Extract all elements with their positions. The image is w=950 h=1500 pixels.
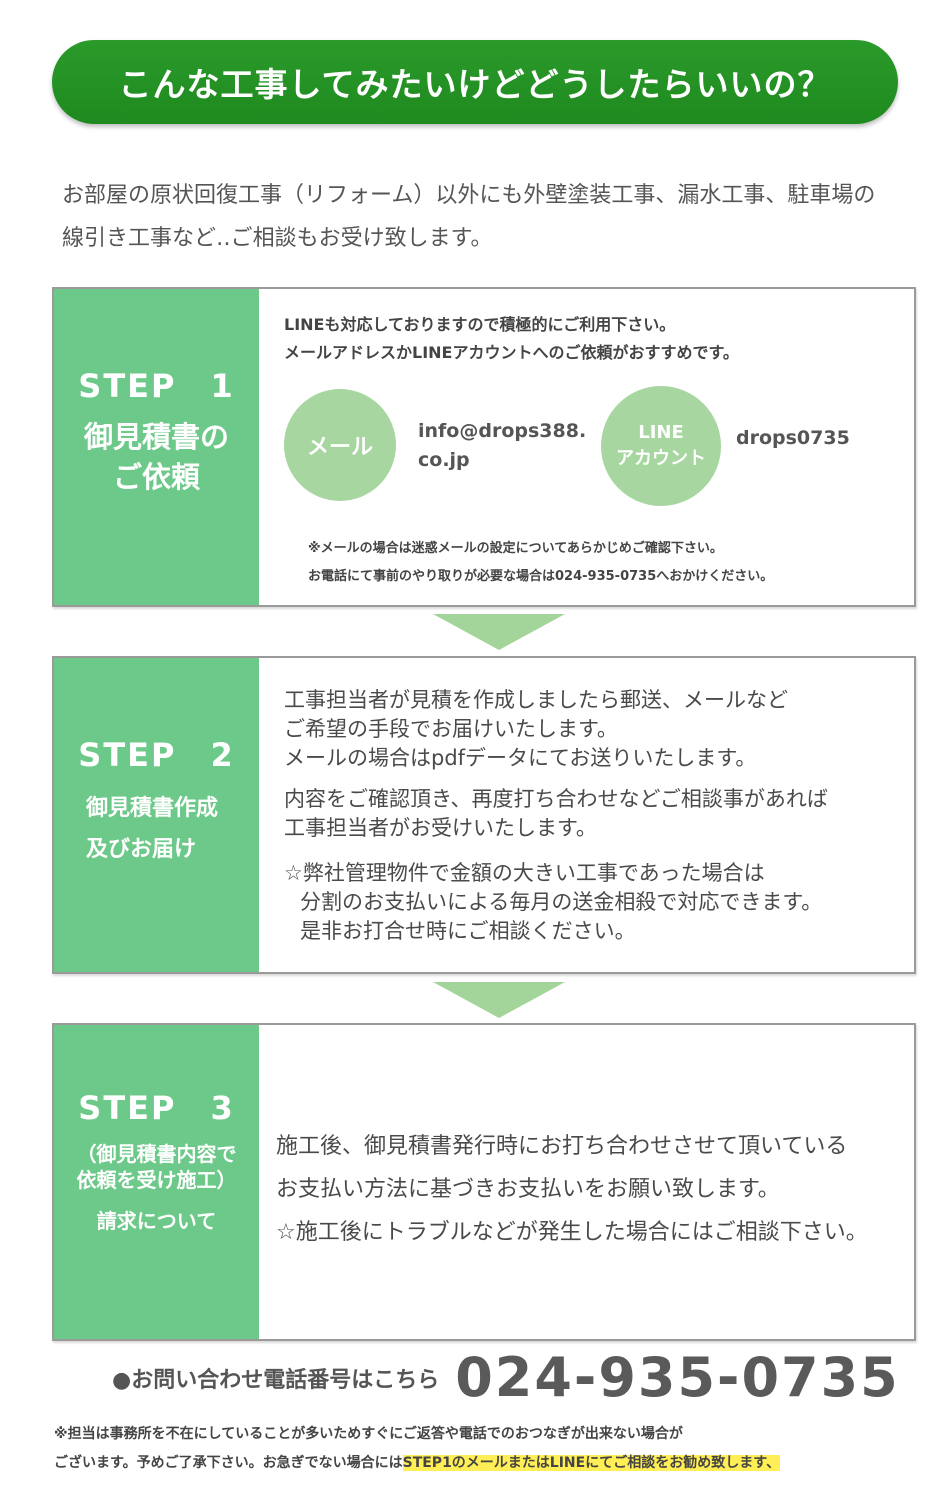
mail-address[interactable]: info@drops388. co.jp	[418, 417, 586, 475]
step-1-box: STEP 1 御見積書の ご依頼 LINEも対応しておりますので積極的にご利用下…	[52, 287, 916, 607]
page-title: こんな工事してみたいけどどうしたらいいの？	[118, 65, 832, 104]
mail-address-line-2: co.jp	[418, 449, 470, 471]
footer-note: ※担当は事務所を不在にしていることが多いためすぐにご返答や電話でのおつなぎが出来…	[54, 1420, 781, 1478]
step-2-line-7: 分割のお支払いによる毎月の送金相殺で対応できます。	[300, 890, 823, 914]
arrow-down-icon	[433, 614, 565, 650]
step-2-label: STEP 2 御見積書作成 及びお届け	[54, 658, 259, 972]
step-3-line-3: ☆施工後にトラブルなどが発生した場合にはご相談下さい。	[276, 1220, 868, 1245]
step-3-title: （御見積書内容で 依頼を受け施工）	[54, 1141, 259, 1193]
line-account-circle: LINE アカウント	[601, 386, 721, 506]
intro-line-2: 線引き工事など‥ご相談もお受け致します。	[62, 226, 493, 251]
step-2-line-4: 内容をご確認頂き、再度打ち合わせなどご相談事があれば	[284, 787, 828, 811]
step-3-line-1: 施工後、御見積書発行時にお打ち合わせさせて頂いている	[276, 1134, 848, 1159]
step-1-title-line-1: 御見積書の	[83, 420, 229, 454]
step-1-line-2: メールアドレスかLINEアカウントへのご依頼がおすすめです。	[284, 343, 739, 362]
line-id[interactable]: drops0735	[736, 427, 850, 449]
step-2-line-2: ご希望の手段でお届けいたします。	[284, 717, 618, 741]
step-2-number: STEP 2	[78, 736, 235, 774]
step-1-notes: ※メールの場合は迷惑メールの設定についてあらかじめご確認下さい。 お電話にて事前…	[308, 535, 773, 591]
step-1-number: STEP 1	[78, 367, 235, 405]
intro-text: お部屋の原状回復工事（リフォーム）以外にも外壁塗装工事、漏水工事、駐車場の 線引…	[62, 174, 912, 260]
step-2-box: STEP 2 御見積書作成 及びお届け 工事担当者が見積を作成しましたら郵送、メ…	[52, 656, 916, 974]
step-3-label: STEP 3 （御見積書内容で 依頼を受け施工） 請求について	[54, 1025, 259, 1339]
mail-address-line-1: info@drops388.	[418, 420, 587, 442]
step-2-line-1: 工事担当者が見積を作成しましたら郵送、メールなど	[284, 688, 788, 712]
step-2-line-5: 工事担当者がお受けいたします。	[284, 816, 597, 840]
step-2-title-line-2: 及びお届け	[86, 837, 197, 862]
phone-number[interactable]: 024-935-0735	[455, 1346, 900, 1409]
step-3-title-line-1: （御見積書内容で	[76, 1142, 237, 1166]
step-3-title-line-2: 依頼を受け施工）	[76, 1168, 237, 1192]
header-banner: こんな工事してみたいけどどうしたらいいの？	[52, 40, 898, 124]
step-3-box: STEP 3 （御見積書内容で 依頼を受け施工） 請求について 施工後、御見積書…	[52, 1023, 916, 1341]
step-1-line-1: LINEも対応しておりますので積極的にご利用下さい。	[284, 315, 676, 334]
footer-line-2-text: ございます。予めご了承下さい。お急ぎでない場合には	[54, 1455, 403, 1471]
step-1-description: LINEも対応しておりますので積極的にご利用下さい。 メールアドレスかLINEア…	[284, 311, 904, 367]
step-2-line-8: 是非お打合せ時にご相談ください。	[300, 919, 636, 943]
arrow-down-icon	[433, 982, 565, 1018]
mail-label: メール	[306, 435, 373, 460]
footer-line-2: ございます。予めご了承下さい。お急ぎでない場合にはSTEP1のメールまたはLIN…	[54, 1449, 781, 1478]
step-1-label: STEP 1 御見積書の ご依頼	[54, 289, 259, 605]
step-3-description: 施工後、御見積書発行時にお打ち合わせさせて頂いている お支払い方法に基づきお支払…	[276, 1125, 904, 1254]
mail-circle: メール	[284, 389, 396, 501]
step-2-title: 御見積書作成 及びお届け	[54, 788, 259, 870]
line-account-label: アカウント	[616, 448, 706, 469]
step-3-number: STEP 3	[78, 1089, 235, 1127]
footer-line-1: ※担当は事務所を不在にしていることが多いためすぐにご返答や電話でのおつなぎが出来…	[54, 1426, 683, 1442]
step-3-line-2: お支払い方法に基づきお支払いをお願い致します。	[276, 1177, 780, 1202]
intro-line-1: お部屋の原状回復工事（リフォーム）以外にも外壁塗装工事、漏水工事、駐車場の	[62, 183, 876, 208]
contact-label: ●お問い合わせ電話番号はこちら	[112, 1367, 440, 1393]
step-2-description: 工事担当者が見積を作成しましたら郵送、メールなど ご希望の手段でお届けいたします…	[284, 686, 904, 946]
contact-row: ●お問い合わせ電話番号はこちら 024-935-0735	[112, 1346, 932, 1409]
step-2-line-3: メールの場合はpdfデータにてお送りいたします。	[284, 746, 757, 770]
step-1-title-line-2: ご依頼	[112, 460, 200, 494]
footer-highlight: STEP1のメールまたはLINEにてご相談をお勧め致します、	[402, 1455, 781, 1471]
step-2-line-6: ☆弊社管理物件で金額の大きい工事であった場合は	[284, 861, 765, 885]
step-1-title: 御見積書の ご依頼	[54, 417, 259, 497]
step-3-subtitle: 請求について	[96, 1209, 217, 1233]
step-1-note-1: ※メールの場合は迷惑メールの設定についてあらかじめご確認下さい。	[308, 541, 723, 556]
step-2-title-line-1: 御見積書作成	[86, 796, 219, 821]
step-1-note-2: お電話にて事前のやり取りが必要な場合は024-935-0735へおかけください。	[308, 569, 774, 584]
line-label: LINE	[638, 422, 684, 443]
